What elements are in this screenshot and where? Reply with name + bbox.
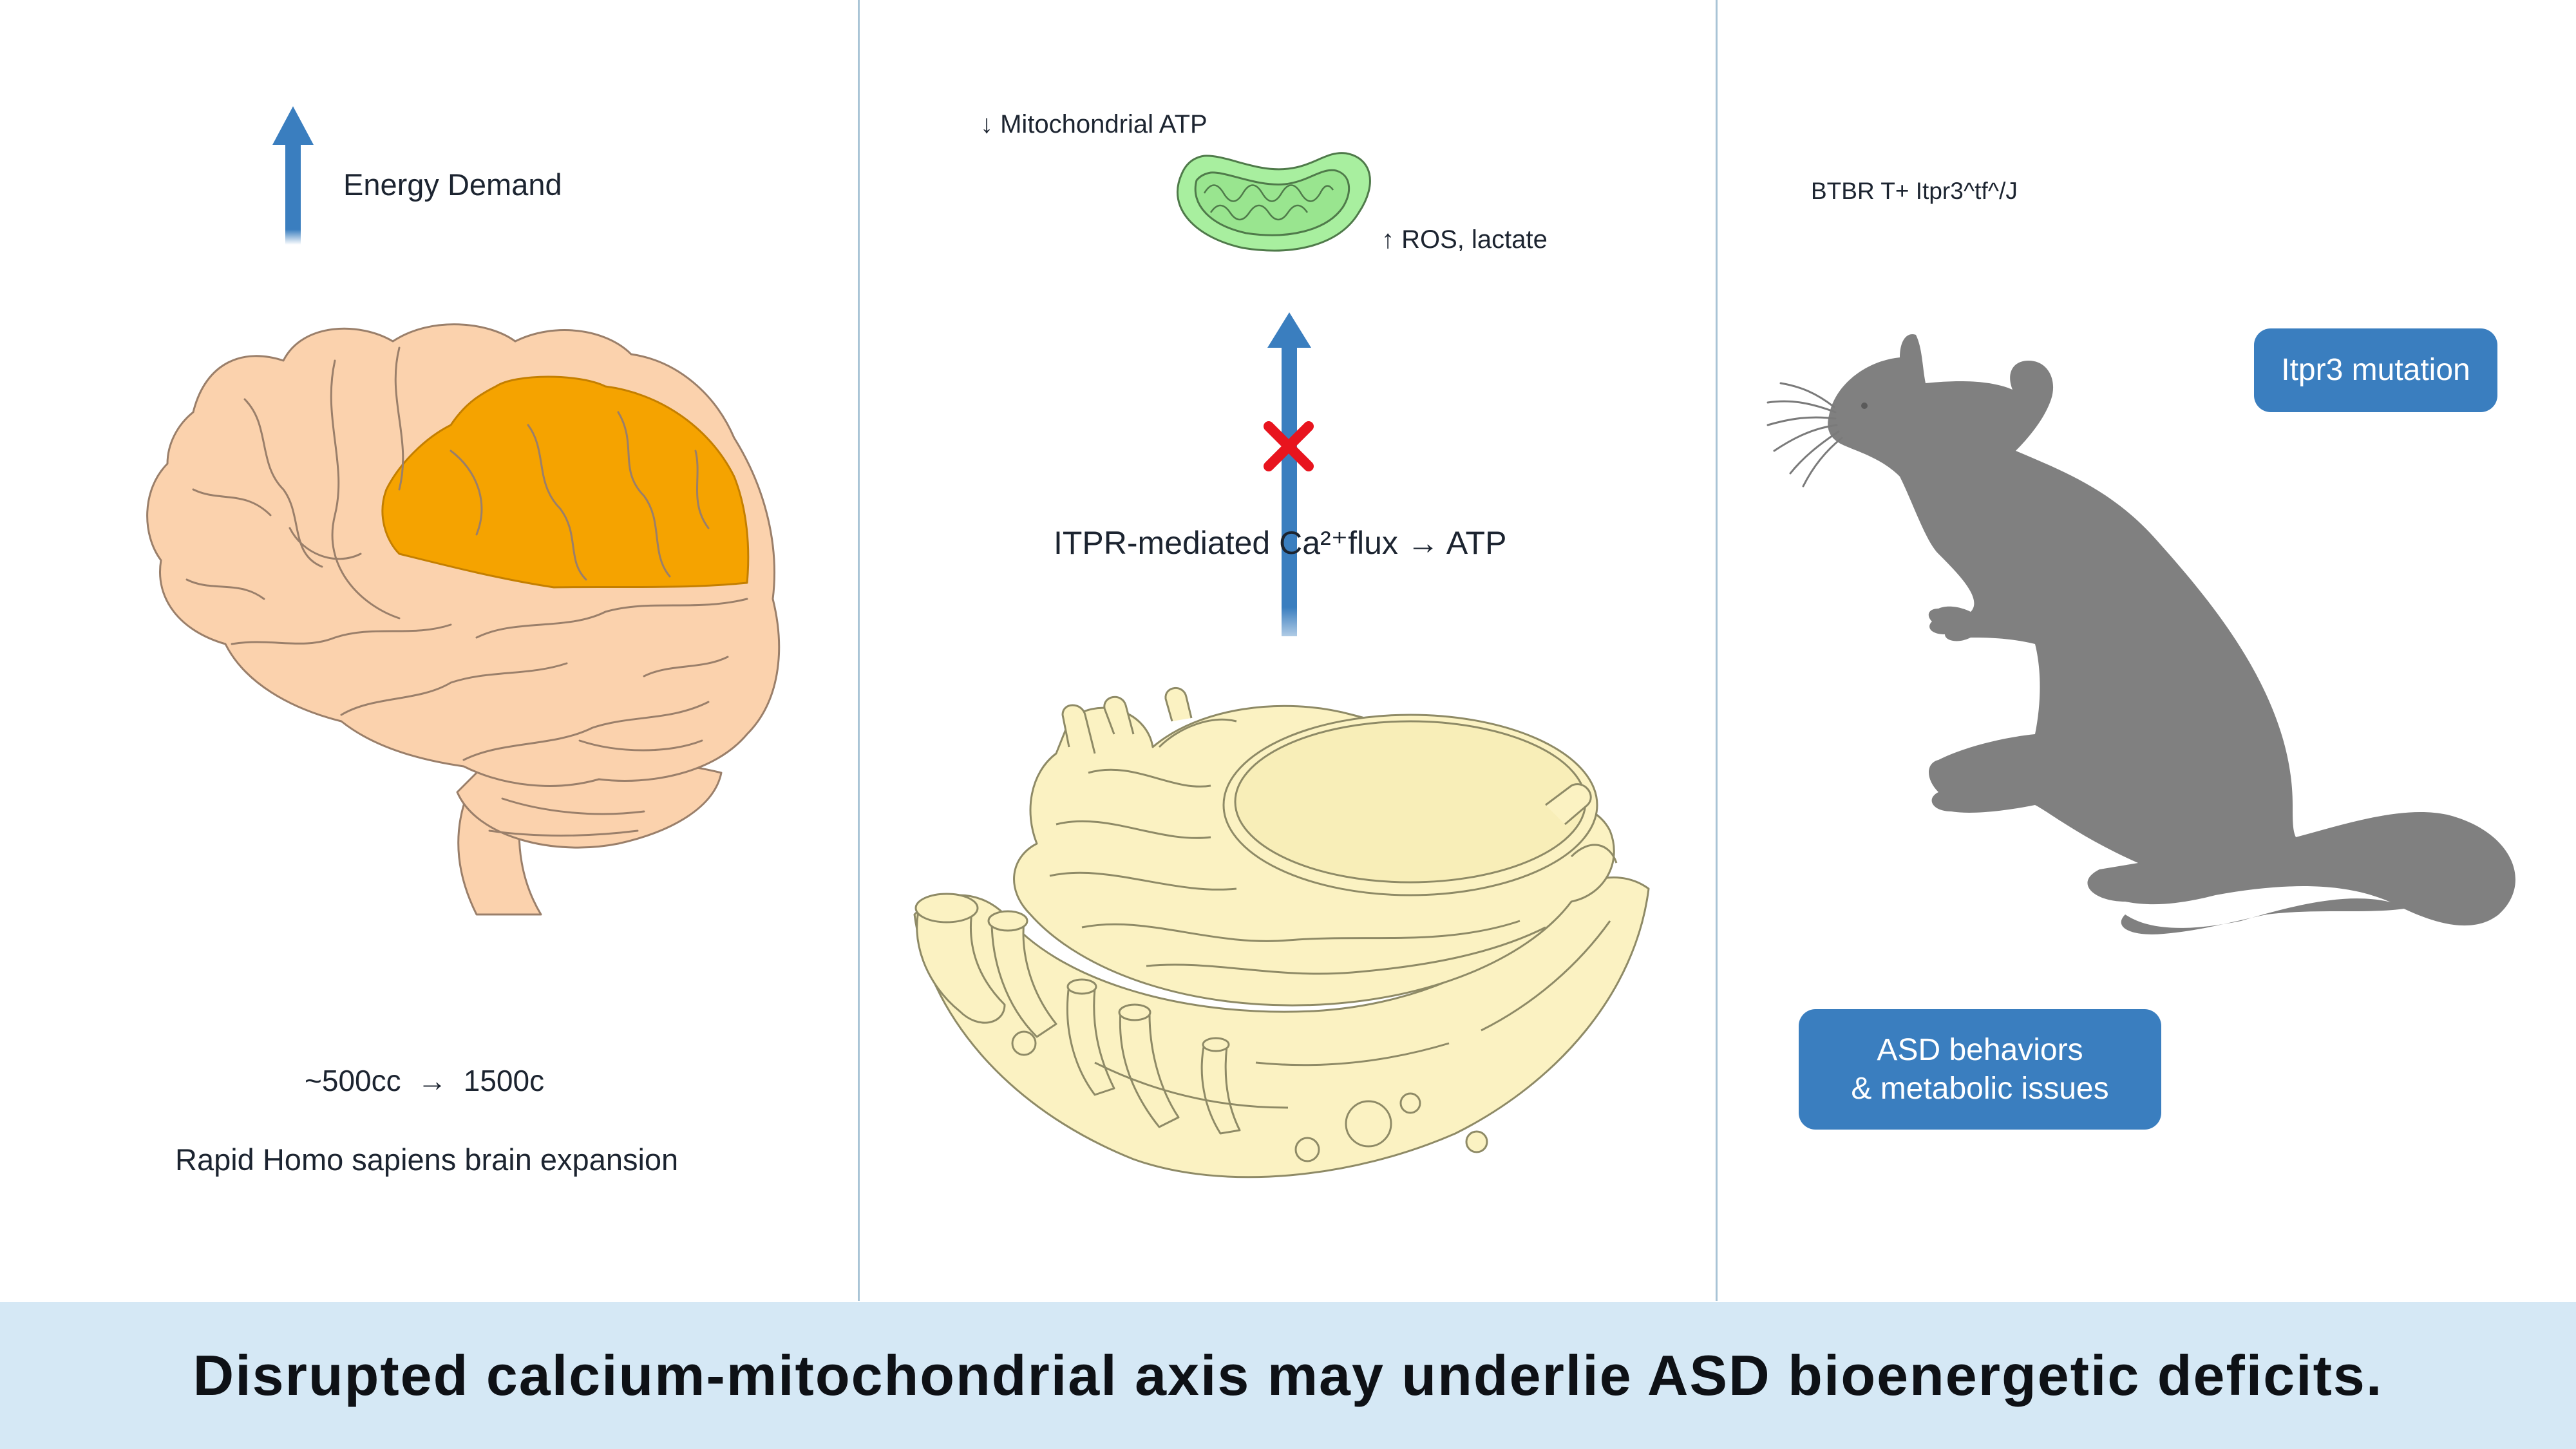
asd-behaviors-badge: ASD behaviors & metabolic issues [1799, 1009, 2161, 1130]
mouse-strain-label: BTBR T+ Itpr3^tf^/J [1811, 178, 2018, 204]
up-arrow-icon [1267, 312, 1311, 636]
conclusion-banner: Disrupted calcium-mitochondrial axis may… [0, 1302, 2576, 1449]
itpr3-mutation-badge: Itpr3 mutation [2254, 328, 2497, 412]
illustration-layer [146, 106, 2515, 1179]
brain-expansion-caption: Rapid Homo sapiens brain expansion [175, 1142, 679, 1177]
panel-divider-right [1716, 0, 1718, 1301]
blocked-x-icon [1264, 421, 1314, 471]
mouse-icon [1766, 334, 2515, 934]
brain-icon [146, 323, 781, 916]
conclusion-text: Disrupted calcium-mitochondrial axis may… [193, 1343, 2383, 1407]
endoplasmic-reticulum-icon [913, 687, 1650, 1179]
ros-lactate-label: ↑ ROS, lactate [1381, 225, 1548, 254]
panel-divider-left [858, 0, 860, 1301]
mitochondrial-atp-label: ↓ Mitochondrial ATP [980, 110, 1208, 138]
energy-demand-label: Energy Demand [343, 167, 562, 202]
mitochondrion-icon [1177, 152, 1371, 252]
asd-behaviors-line-2: & metabolic issues [1851, 1071, 2109, 1106]
itpr3-mutation-text: Itpr3 mutation [2281, 353, 2470, 387]
brain-volume-label: ~500cc → 1500c [305, 1064, 545, 1097]
itpr-flux-label: ITPR-mediated Ca²⁺flux → ATP [1054, 525, 1507, 561]
up-arrow-icon [272, 106, 314, 245]
asd-behaviors-line-1: ASD behaviors [1877, 1032, 2083, 1067]
